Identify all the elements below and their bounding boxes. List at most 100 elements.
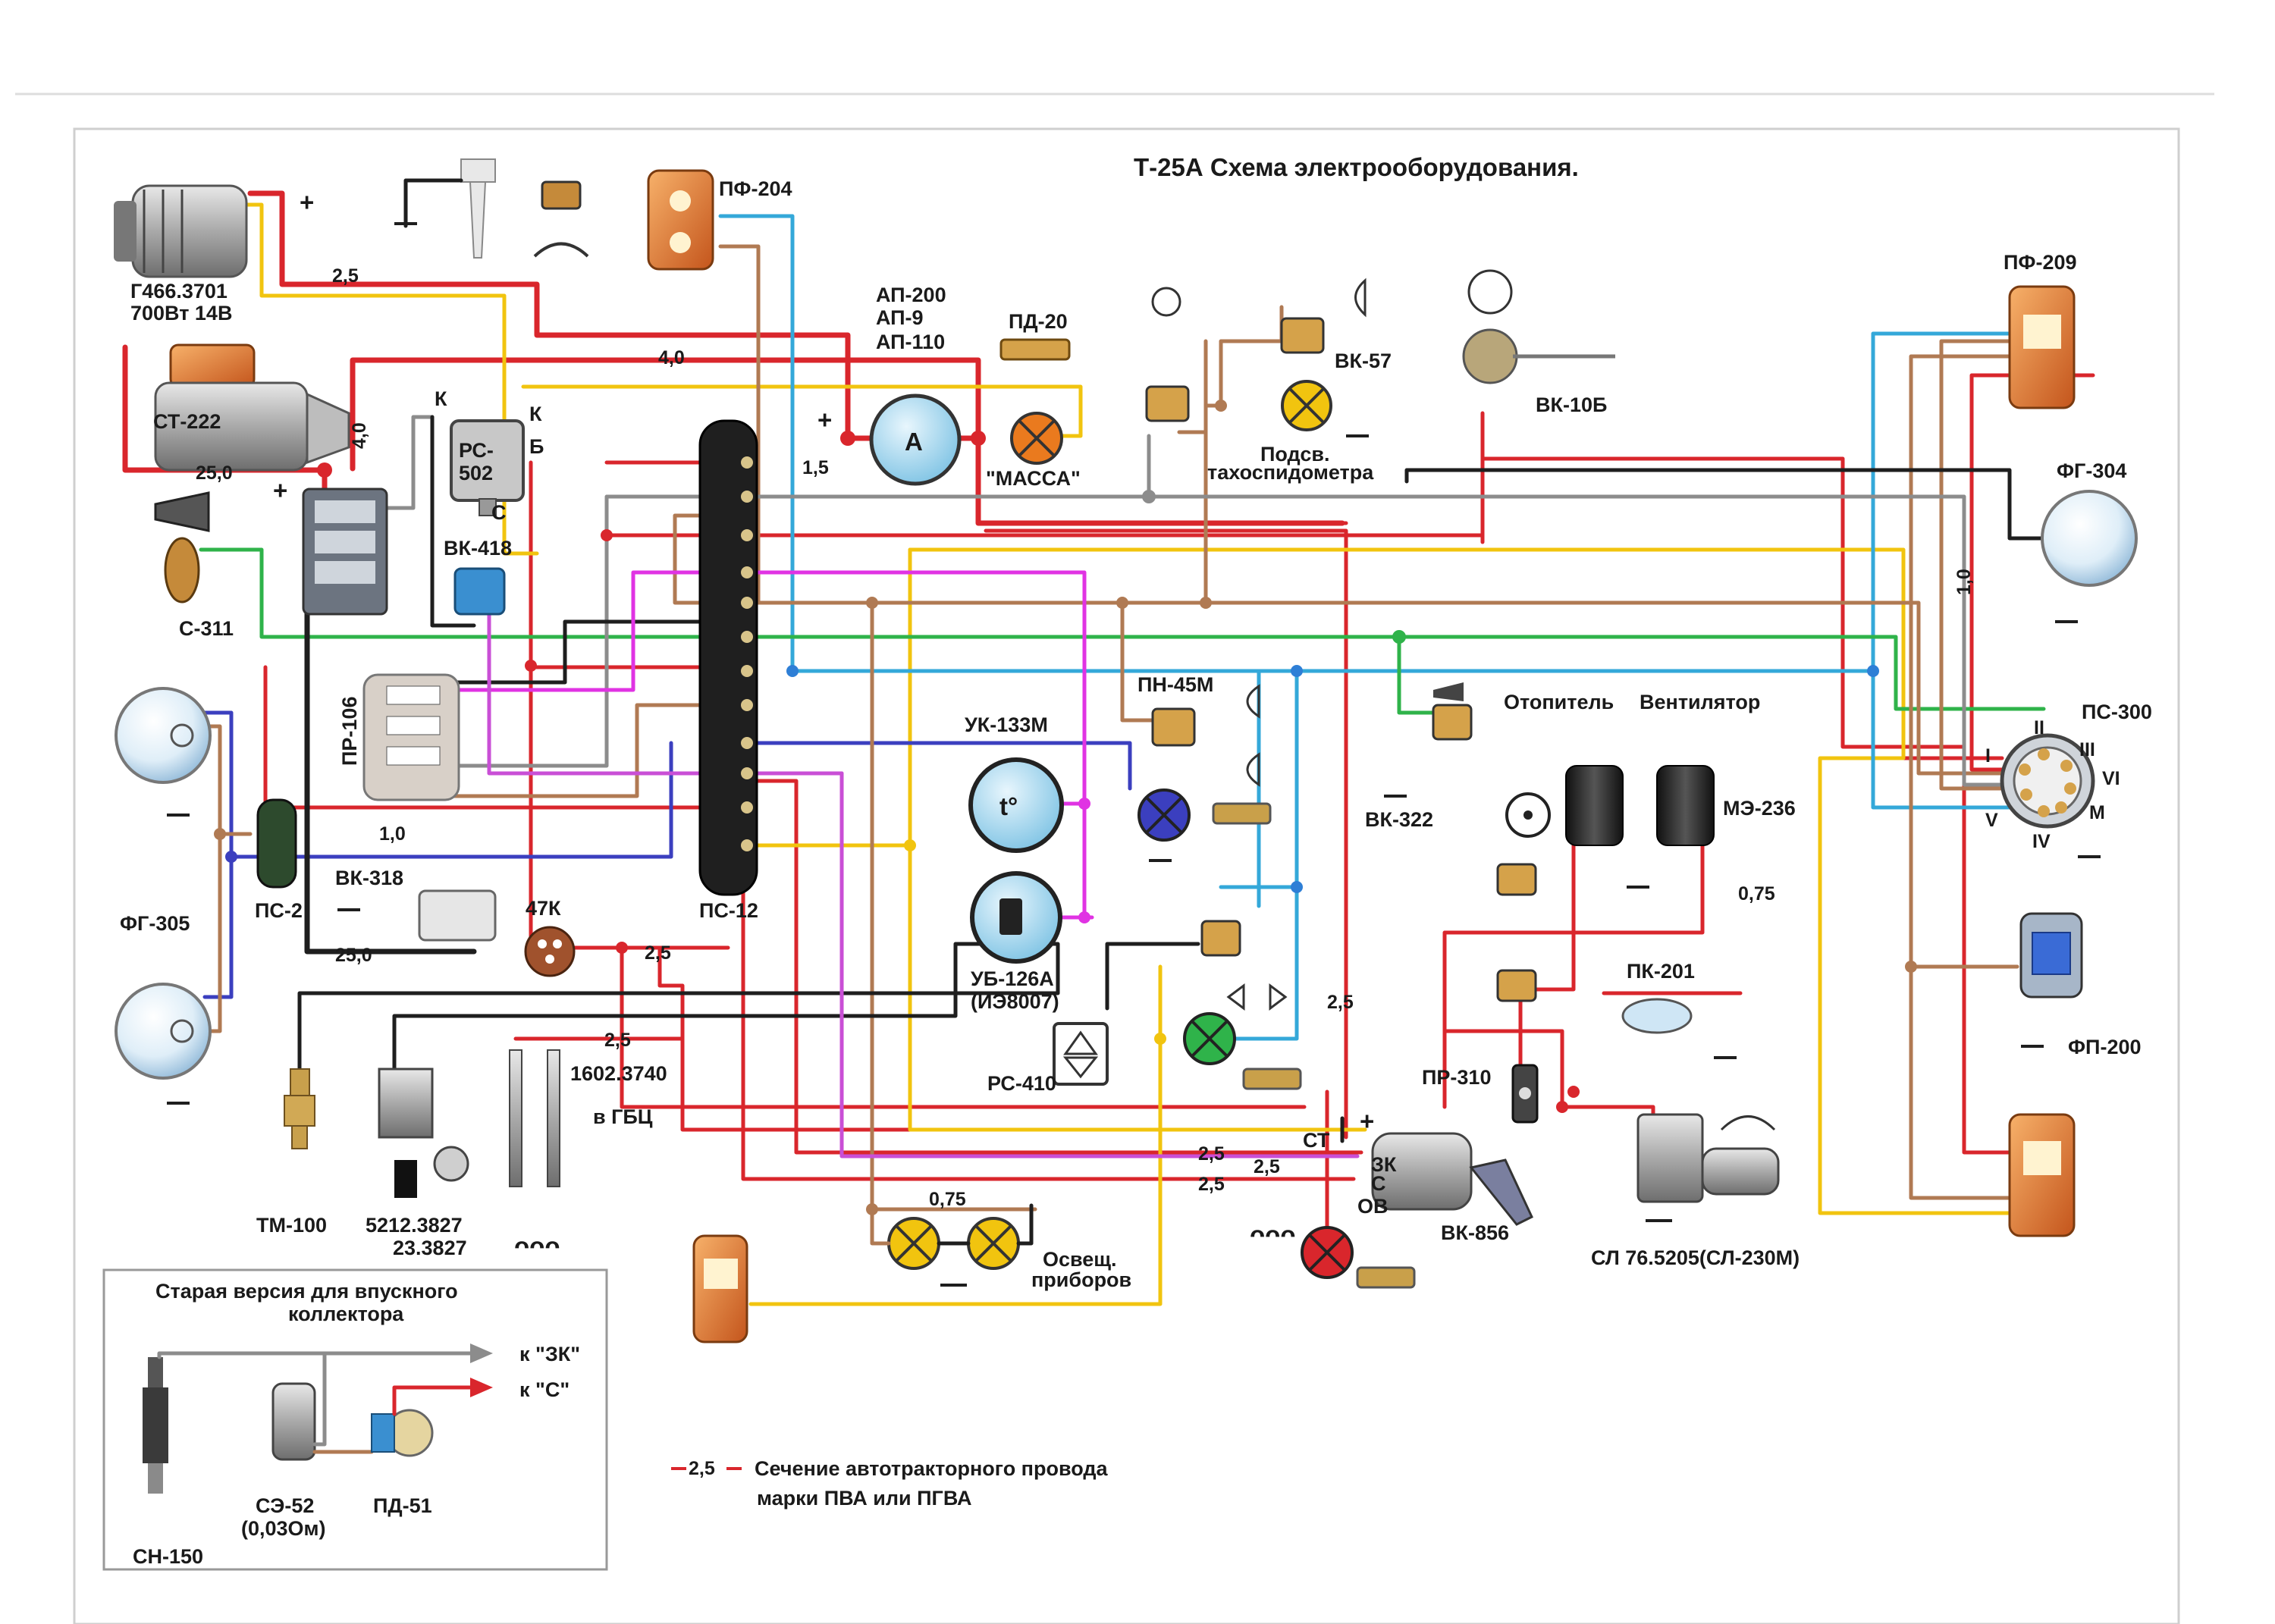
- inset-sn150-label: СН-150: [133, 1545, 203, 1568]
- instr-light-label-1: Освещ.: [1043, 1248, 1117, 1271]
- fuse-block-pr106: [362, 673, 460, 801]
- section-k47-out: 2,5: [645, 942, 671, 964]
- sound-signal-c311: [164, 537, 200, 604]
- regulator-terminal-k2: К: [529, 403, 542, 425]
- temp-sensor-tm100: [284, 1068, 315, 1149]
- ps300-pin-iii: III: [2079, 739, 2095, 760]
- ps300-label: ПС-300: [2082, 701, 2152, 723]
- inset-title-1: Старая версия для впускного: [155, 1280, 458, 1303]
- generator: [114, 184, 248, 278]
- vk856-zk-label: ЗК: [1371, 1153, 1397, 1176]
- fp200-label: ФП-200: [2068, 1036, 2142, 1058]
- ub126a-label-2: (ИЭ8007): [971, 990, 1059, 1013]
- junction-dots: [214, 400, 1917, 1215]
- ub126a-label-1: УБ-126А: [971, 967, 1054, 990]
- wiper-motor: [1636, 1113, 1780, 1203]
- glow-plug-loc-label: в ГБЦ: [593, 1105, 653, 1128]
- generator-spec-label: 700Вт 14В: [130, 302, 232, 324]
- pn45m-label: ПН-45М: [1138, 673, 1213, 696]
- me236-label: МЭ-236: [1723, 797, 1796, 820]
- switch-vk322: [1432, 682, 1473, 741]
- horn-icon: [154, 491, 210, 532]
- legend-text-1: Сечение автотракторного провода: [755, 1457, 1108, 1480]
- inset-to-c: к "С": [519, 1378, 570, 1401]
- trailer-socket-ps300: [2000, 733, 2095, 829]
- section-ammeter-in: 1,5: [802, 457, 829, 478]
- pf209-label: ПФ-209: [2004, 251, 2077, 274]
- vk418-label: ВК-418: [444, 537, 512, 560]
- k47-label: 47К: [526, 897, 561, 920]
- section-instr-075: 0,75: [929, 1189, 966, 1210]
- regulator-terminal-c: С: [491, 501, 507, 524]
- sender-label-1: 5212.3827: [366, 1214, 463, 1237]
- fuel-gauge: [970, 871, 1062, 964]
- instr-light-label-2: приборов: [1031, 1268, 1131, 1291]
- pk201-label: ПК-201: [1627, 960, 1695, 983]
- headlight-fg304: [2041, 490, 2138, 587]
- plus-vk856: +: [1360, 1107, 1374, 1135]
- glow-coil-icon: ᴖᴖᴖ: [514, 1232, 560, 1260]
- vk10b-label: ВК-10Б: [1536, 393, 1607, 416]
- glow-plug-label: 1602.3740: [570, 1062, 667, 1085]
- legend-text-2: марки ПВА или ПГВА: [757, 1487, 972, 1510]
- vk322-label: ВК-322: [1365, 808, 1433, 831]
- instrument-lamp-1: [887, 1217, 940, 1270]
- turn-arrows-icon: [1226, 983, 1288, 1011]
- plus-battery: +: [273, 476, 287, 504]
- temp-gauge-label: t°: [999, 792, 1018, 820]
- uk133m-label: УК-133М: [965, 713, 1048, 736]
- high-beam-icon: [1246, 684, 1260, 787]
- vk856-c-label: С: [1371, 1172, 1386, 1195]
- vk856-ov-label: ОВ: [1357, 1195, 1389, 1218]
- wiper-switch: [533, 180, 589, 258]
- massa-lamp: [1010, 412, 1063, 465]
- plus-generator: +: [300, 188, 314, 216]
- pr310-label: ПР-310: [1422, 1066, 1491, 1089]
- section-vk856-2: 2,5: [1254, 1156, 1280, 1177]
- heater-label: Отопитель: [1504, 691, 1614, 713]
- ps300-pin-vi: VI: [2102, 768, 2120, 789]
- high-beam-indicator: [1138, 788, 1272, 842]
- ammeter-label: A: [905, 428, 923, 456]
- section-glow: 2,5: [604, 1030, 631, 1051]
- starter: [154, 343, 350, 472]
- temp-gauge: [968, 757, 1064, 853]
- section-gen-out: 2,5: [332, 265, 359, 287]
- vk318-label: ВК-318: [335, 867, 403, 889]
- lamp-rear-left: [692, 1234, 748, 1343]
- washer-pump: [460, 158, 496, 259]
- indicator-pd20: [999, 338, 1071, 361]
- heater-motor: [1565, 765, 1624, 846]
- lamp-pf209: [2008, 285, 2076, 409]
- switch-vk418: [453, 567, 506, 616]
- ps300-pin-iv: IV: [2032, 831, 2051, 852]
- switch-light: [1145, 385, 1190, 422]
- section-ground-25: 25,0: [335, 945, 372, 966]
- lamp-icon: [1151, 287, 1181, 317]
- c311-label: С-311: [179, 617, 234, 640]
- switch-vk57: [1280, 277, 1367, 354]
- cabin-lamp-pk201: [1621, 998, 1693, 1034]
- brake-switch-vk10b: [1462, 269, 1615, 384]
- ammeter: [869, 393, 962, 486]
- generator-label: Г466.3701: [130, 280, 228, 303]
- vk57-label: ВК-57: [1335, 350, 1392, 372]
- regulator-rs502: [450, 419, 525, 516]
- inset-se52-label-1: СЭ-52: [256, 1494, 314, 1517]
- ps12-label: ПС-12: [699, 899, 758, 922]
- regulator-label-1: РС-: [459, 439, 494, 462]
- sl-label: СЛ 76.5205(СЛ-230М): [1591, 1246, 1800, 1269]
- wires: [122, 190, 2095, 1306]
- heater-switch: [1496, 863, 1537, 896]
- section-fan-075: 0,75: [1738, 883, 1775, 904]
- ps300-pin-i: I: [1985, 745, 1991, 767]
- section-right-vert: 1,0: [1953, 569, 1975, 595]
- vk856-label: ВК-856: [1441, 1221, 1509, 1244]
- regulator-terminal-k1: К: [435, 387, 447, 410]
- connector-ps2: [256, 798, 297, 889]
- glow-plugs: [509, 1049, 560, 1187]
- ps300-pin-m: M: [2089, 802, 2105, 823]
- ps300-pin-ii: II: [2034, 717, 2044, 738]
- section-vertical-25: 2,5: [1327, 992, 1354, 1013]
